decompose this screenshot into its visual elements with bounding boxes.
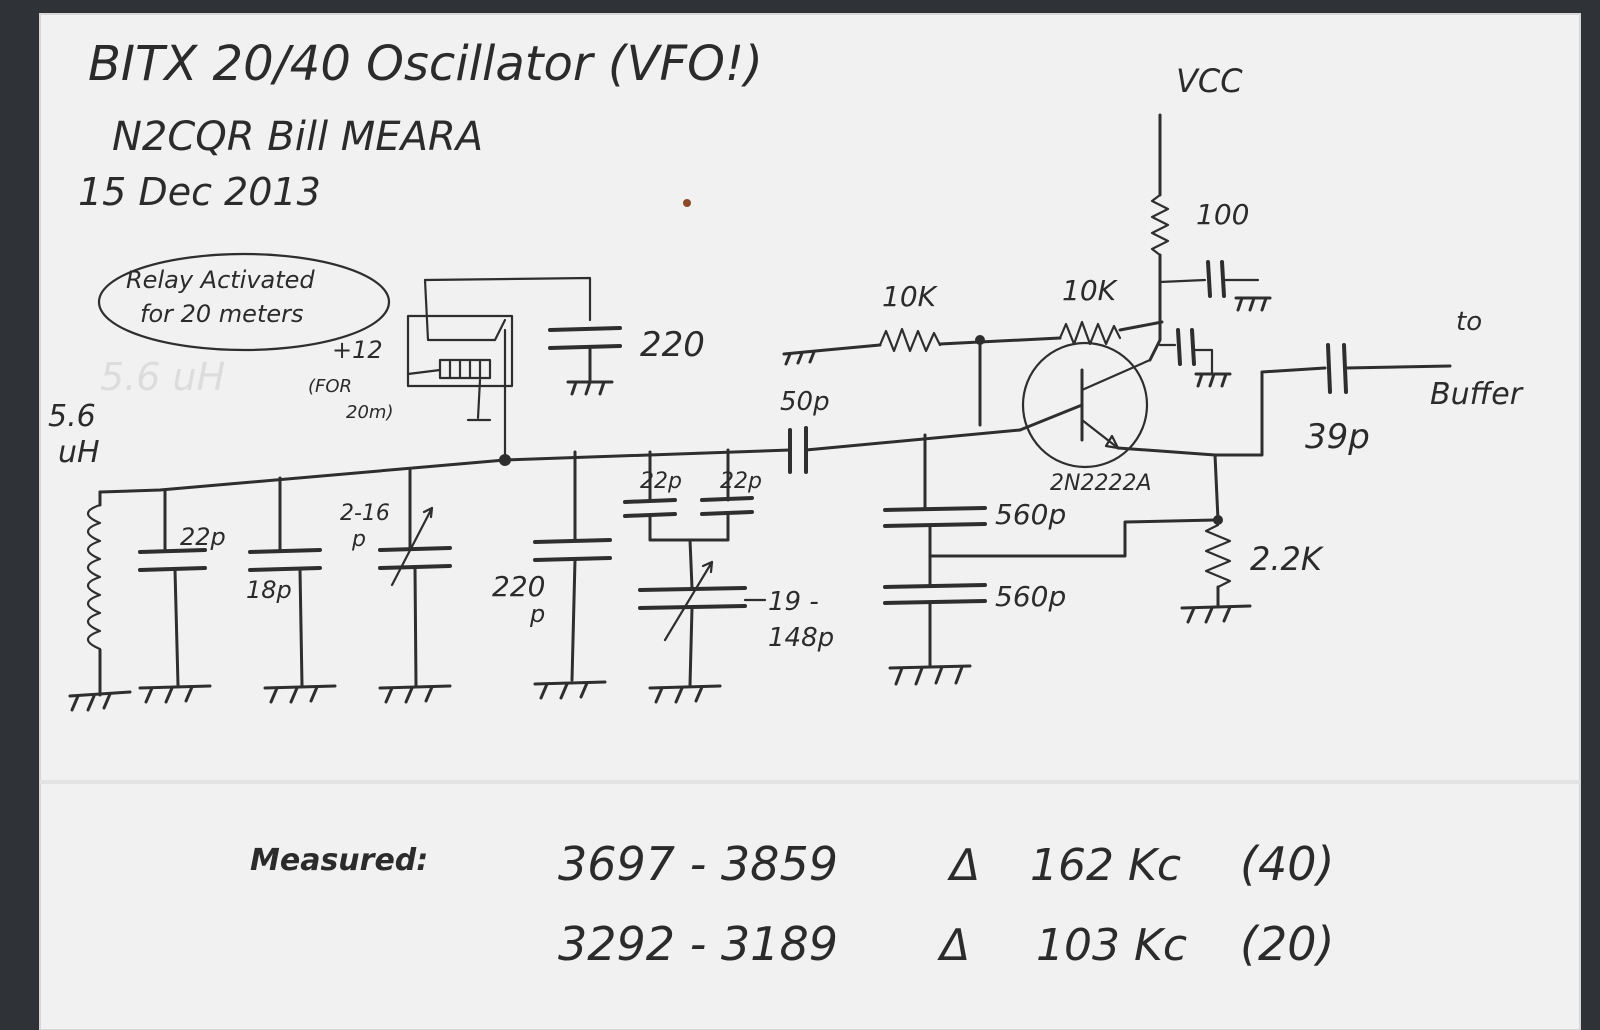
author-name: N2CQR Bill MEARA — [112, 114, 483, 160]
cap-18p-label: 18p — [246, 576, 292, 604]
cap-220p-unit: p — [529, 600, 545, 628]
transistor-2n2222a — [1021, 341, 1149, 469]
measured-label: Measured: — [250, 843, 428, 878]
cap-560p-b-label: 560p — [995, 580, 1066, 613]
plus12-label: +12 — [332, 336, 383, 364]
cap-22p-label: 22p — [180, 523, 226, 551]
measured-row-2-band: (20) — [1240, 917, 1334, 971]
cap-22p-pair-a-label: 22p — [640, 469, 682, 494]
measured-row-1-span: 162 Kc — [1030, 840, 1181, 891]
vcc-label: VCC — [1176, 62, 1243, 100]
oscillator-stage: 50p 10K 10K 560p 560p 2N2222A — [780, 62, 1524, 686]
tank-circuit: 5.6 uH 5.6 uH 22p 18p 2-16 p 220 p — [48, 355, 834, 712]
page-title: BITX 20/40 Oscillator (VFO!) — [88, 36, 763, 92]
measured-row-1-band: (40) — [1240, 837, 1334, 891]
for20m-label-2: 20m) — [346, 402, 393, 423]
relay-note-bubble — [97, 252, 391, 352]
measurements: Measured: 3697 - 3859 Δ 162 Kc (40) 3292… — [250, 837, 1334, 971]
cap-39p-label: 39p — [1305, 417, 1370, 457]
trimmer-unit: p — [351, 527, 366, 552]
measured-row-2-delta: Δ — [937, 920, 970, 971]
relay-note-line1: Relay Activated — [126, 266, 315, 294]
relay-switch: +12 (FOR 20m) 220 — [308, 276, 705, 466]
resistor-2-2k-label: 2.2K — [1250, 540, 1325, 578]
measured-row-2-span: 103 Kc — [1036, 920, 1187, 971]
transistor-label: 2N2222A — [1050, 471, 1152, 496]
measured-row-2-range: 3292 - 3189 — [558, 917, 838, 971]
inductor-unit: uH — [58, 435, 100, 470]
trimmer-label: 2-16 — [340, 501, 390, 526]
faint-erased-label: 5.6 uH — [100, 355, 225, 399]
varcap-label-2: 148p — [768, 623, 834, 653]
ground-symbol — [68, 690, 132, 712]
resistor-10k-a-label: 10K — [882, 280, 939, 313]
relay-note-line2: for 20 meters — [140, 300, 304, 328]
cap-560p-a-label: 560p — [995, 498, 1066, 531]
to-label: to — [1456, 307, 1482, 337]
relay-box — [406, 314, 514, 388]
inductor-value: 5.6 — [48, 399, 96, 434]
resistor-10k-b-label: 10K — [1062, 274, 1119, 307]
date-label: 15 Dec 2013 — [78, 170, 321, 214]
resistor-100-label: 100 — [1196, 198, 1249, 231]
relay-cap-220-label: 220 — [640, 325, 705, 365]
cap-50p-label: 50p — [780, 387, 830, 417]
measured-row-1-delta: Δ — [947, 840, 980, 891]
for20m-label: (FOR — [308, 376, 352, 397]
cap-22p-pair-b-label: 22p — [720, 469, 762, 494]
varcap-label-1: 19 - — [768, 587, 819, 617]
measured-row-1-range: 3697 - 3859 — [558, 837, 838, 891]
cap-220p-label: 220 — [492, 570, 545, 603]
paper-sheet — [40, 14, 1580, 1030]
buffer-label: Buffer — [1430, 377, 1524, 412]
